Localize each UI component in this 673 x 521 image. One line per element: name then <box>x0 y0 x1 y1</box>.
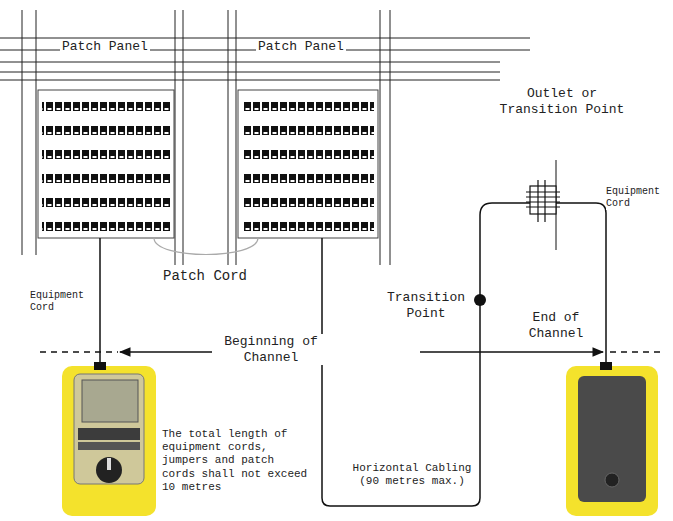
panel-heading: Patch Panel <box>256 39 346 54</box>
cord-label: Patch Cord <box>163 268 273 285</box>
cabling-label: Horizontal Cabling (90 metres max.) <box>350 462 474 488</box>
cord-label: Equipment Cord <box>606 186 668 210</box>
outlet-label: Outlet or Transition Point <box>492 86 632 117</box>
patch-cord <box>154 238 258 255</box>
cord-label: Equipment Cord <box>30 290 92 314</box>
channel-label: End of Channel <box>516 310 596 341</box>
patch-panel: Patch Panel <box>238 37 378 238</box>
patch-panel: Patch Panel <box>38 37 174 238</box>
channel-label: Beginning of Channel <box>215 334 327 365</box>
panel-heading: Patch Panel <box>60 39 150 54</box>
transition-label: Transition Point <box>380 290 472 321</box>
note-text: The total length of equipment cords, jum… <box>162 428 312 494</box>
